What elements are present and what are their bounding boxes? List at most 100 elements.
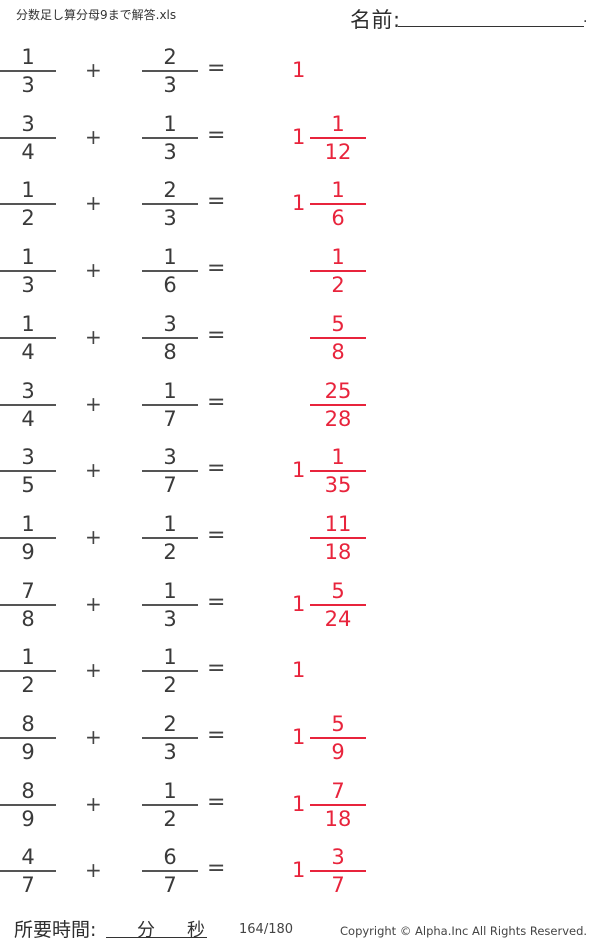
numerator: 1 [163, 645, 177, 670]
numerator: 6 [163, 845, 177, 870]
denominator: 7 [163, 406, 177, 431]
numerator: 1 [163, 111, 177, 136]
numerator: 8 [21, 712, 35, 736]
numerator: 7 [21, 578, 35, 603]
denominator: 5 [21, 473, 35, 498]
numerator: 1 [163, 245, 177, 270]
minutes-label: 分 [137, 920, 155, 941]
numerator: 1 [21, 245, 35, 270]
denominator: 7 [163, 873, 177, 898]
fraction-bar [142, 803, 198, 806]
fraction-bar [0, 737, 56, 739]
plus-sign: + [85, 58, 102, 82]
denominator: 3 [163, 139, 177, 164]
denominator: 3 [163, 206, 177, 231]
denominator: 7 [21, 873, 35, 898]
equals-sign: = [207, 56, 226, 81]
fraction-bar [142, 270, 198, 273]
numerator: 1 [331, 178, 345, 203]
denominator: 28 [324, 406, 352, 431]
fraction-bar [142, 603, 198, 606]
fraction-bar [142, 70, 198, 72]
numerator: 2 [163, 712, 177, 736]
numerator: 2 [163, 45, 177, 69]
fraction-bar [142, 536, 198, 539]
fraction-bar [0, 336, 56, 339]
fraction-bar [0, 603, 56, 606]
numerator: 25 [324, 378, 352, 403]
fraction-bar [142, 737, 198, 739]
plus-sign: + [85, 124, 102, 149]
plus-sign: + [85, 258, 102, 283]
numerator: 1 [21, 311, 35, 336]
fraction-bar [310, 470, 366, 473]
equals-sign: = [207, 189, 226, 215]
equals-sign: = [207, 723, 226, 748]
page-number: 164/180 [239, 922, 294, 937]
equals-sign: = [207, 389, 226, 415]
name-field-line [398, 26, 584, 27]
numerator: 1 [21, 645, 35, 670]
name-label: 名前: [350, 8, 401, 32]
equals-sign: = [207, 522, 226, 548]
fraction-bar [0, 403, 56, 406]
denominator: 3 [21, 273, 35, 298]
fraction-bar [142, 203, 198, 206]
denominator: 3 [21, 73, 35, 97]
denominator: 35 [324, 473, 352, 498]
denominator: 4 [21, 339, 35, 364]
equals-sign: = [207, 456, 226, 482]
plus-sign: + [85, 524, 102, 549]
denominator: 7 [331, 873, 345, 898]
fraction-bar [310, 603, 366, 606]
fraction-bar [0, 70, 56, 72]
fraction-bar [0, 136, 56, 139]
numerator: 1 [331, 445, 345, 470]
answer-whole: 1 [292, 58, 306, 82]
fraction-bar [0, 270, 56, 273]
answer-whole: 1 [292, 725, 306, 749]
fraction-bar [142, 870, 198, 873]
numerator: 5 [331, 712, 345, 736]
plus-sign: + [85, 658, 102, 683]
fraction-bar [0, 670, 56, 673]
time-label: 所要時間: [14, 919, 97, 941]
denominator: 8 [21, 606, 35, 631]
numerator: 1 [163, 511, 177, 536]
denominator: 3 [163, 740, 177, 764]
numerator: 1 [163, 378, 177, 403]
plus-sign: + [85, 858, 102, 883]
numerator: 1 [331, 111, 345, 136]
answer-whole: 1 [292, 791, 306, 816]
name-field-end: . [583, 10, 588, 26]
denominator: 3 [163, 73, 177, 97]
numerator: 3 [331, 845, 345, 870]
denominator: 2 [163, 539, 177, 564]
plus-sign: + [85, 191, 102, 216]
denominator: 3 [163, 606, 177, 631]
plus-sign: + [85, 458, 102, 483]
fraction-bar [0, 870, 56, 873]
denominator: 7 [163, 473, 177, 498]
numerator: 5 [331, 578, 345, 603]
denominator: 8 [331, 339, 345, 364]
denominator: 12 [324, 139, 352, 164]
numerator: 5 [331, 311, 345, 336]
answer-whole: 1 [292, 458, 306, 483]
equals-sign: = [207, 589, 226, 615]
numerator: 1 [163, 778, 177, 803]
equals-sign: = [207, 256, 226, 282]
numerator: 1 [21, 178, 35, 203]
fraction-bar [310, 737, 366, 739]
plus-sign: + [85, 324, 102, 349]
equals-sign: = [207, 322, 226, 348]
denominator: 2 [163, 806, 177, 831]
file-title: 分数足し算分母9まで解答.xls [16, 8, 177, 22]
fraction-bar [310, 203, 366, 206]
denominator: 6 [331, 206, 345, 231]
numerator: 7 [331, 778, 345, 803]
equals-sign: = [207, 789, 226, 815]
denominator: 6 [163, 273, 177, 298]
answer-whole: 1 [292, 591, 306, 616]
numerator: 1 [21, 45, 35, 69]
